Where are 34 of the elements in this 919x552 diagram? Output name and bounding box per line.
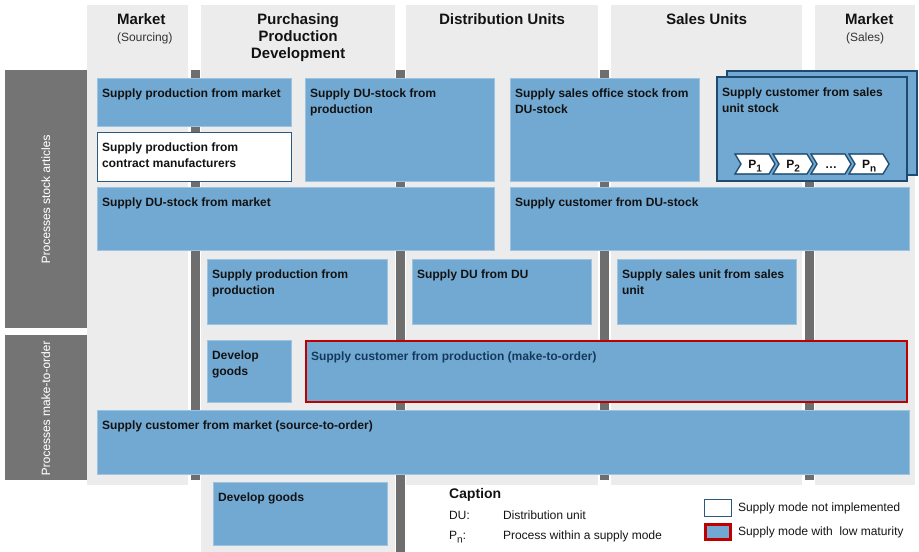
node-label: Distribution Units (439, 11, 565, 28)
process-step: P$_{1}$ (734, 153, 776, 175)
row-header: Processes stock articles (5, 70, 87, 328)
node-label: Purchasing Production Development (250, 11, 346, 62)
supply-mode-box: Supply DU from DU (412, 259, 592, 325)
legend-text: Supply mode not implemented (738, 500, 900, 514)
row-header: Processes make-to-order (5, 335, 87, 480)
supply-mode-box: Supply sales unit from sales unit (617, 259, 797, 325)
node-label: Market (117, 11, 166, 28)
node-label: (Sales) (846, 30, 884, 44)
abbreviation: DU: (449, 508, 470, 522)
supply-mode-box: Develop goods (213, 482, 388, 546)
supply-mode-box: Develop goods (207, 340, 292, 403)
legend-text: Supply mode with low maturity (738, 524, 904, 538)
abbreviation: P$_{n}$: (449, 528, 466, 546)
definition: Process within a supply mode (503, 528, 662, 542)
supply-mode-box: Supply customer from production (make-to-order) (305, 340, 908, 403)
supply-mode-box: Supply customer from sales unit stock P$_{1}$ P$_{2}$ … P$_{n}$ (716, 76, 908, 182)
process-step: … (810, 153, 852, 175)
node-label: Market (845, 11, 894, 28)
supply-mode-box: Supply customer from DU-stock (510, 187, 910, 251)
caption-heading: Caption (449, 485, 502, 501)
supply-mode-box: Supply DU-stock from market (97, 187, 495, 251)
definition: Distribution unit (503, 508, 586, 522)
process-step: P$_{2}$ (772, 153, 814, 175)
node-label: Sales Units (666, 11, 747, 28)
supply-mode-box: Supply customer from market (source-to-order) (97, 410, 910, 475)
supply-mode-box: Supply DU-stock from production (305, 78, 495, 182)
supply-mode-box: Supply sales office stock from DU-stock (510, 78, 700, 182)
node-label: (Sourcing) (117, 30, 172, 44)
process-step: P$_{n}$ (848, 153, 890, 175)
supply-mode-box: Supply production from market (97, 78, 292, 127)
supply-mode-box: Supply production from production (207, 259, 388, 325)
supply-mode-box: Supply production from contract manufacturers (97, 132, 292, 182)
